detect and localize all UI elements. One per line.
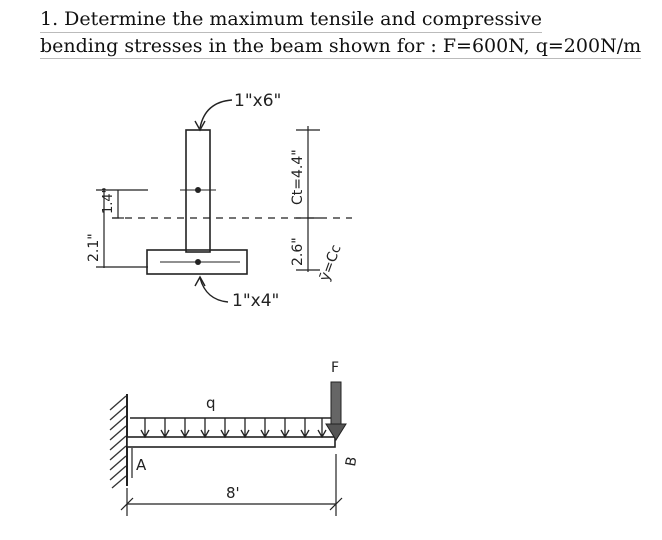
web-label: 1"x6"	[234, 91, 281, 111]
force-label: F	[331, 360, 339, 376]
flange-label: 1"x4"	[232, 291, 279, 311]
end-b-label: B	[343, 455, 360, 467]
distributed-load-arrows	[140, 418, 327, 439]
fixed-support-wall	[109, 394, 128, 489]
problem-statement: 1. Determine the maximum tensile and com…	[40, 8, 642, 59]
cc-label: ȳ=Cc	[317, 243, 345, 284]
problem-line-2: bending stresses in the beam shown for :…	[40, 35, 642, 59]
length-dimension	[120, 454, 343, 516]
dim-2-1-label: 2.1"	[86, 233, 102, 262]
support-a-label: A	[136, 456, 147, 474]
dim-2-6-label: 2.6"	[290, 237, 306, 266]
beam-body	[126, 436, 336, 448]
force-arrow-head	[325, 423, 347, 441]
ct-label: Ct=4.4"	[290, 149, 306, 205]
length-label: 8'	[226, 484, 240, 502]
dim-1-4-label: 1.4"	[101, 187, 116, 214]
load-q-label: q	[206, 394, 216, 412]
web-rect	[185, 129, 211, 253]
flange-rect	[146, 249, 248, 275]
force-arrow-shaft	[330, 381, 342, 427]
